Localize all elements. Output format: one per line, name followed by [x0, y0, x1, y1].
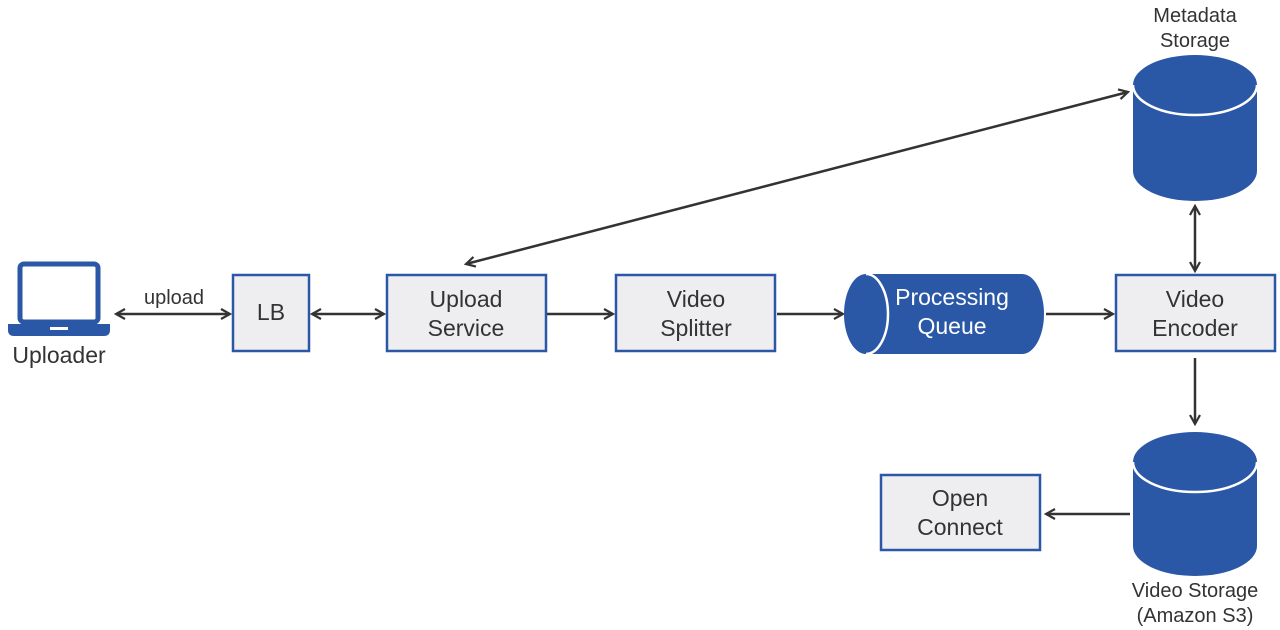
database-icon	[1131, 432, 1259, 576]
laptop-icon	[8, 261, 110, 336]
database-icon	[1131, 55, 1259, 201]
processing-queue-label-line2: Queue	[917, 313, 986, 339]
open-connect-node: Open Connect	[879, 473, 1042, 552]
uploader-node: Uploader	[8, 261, 110, 368]
video-storage-label-line2: (Amazon S3)	[1137, 605, 1254, 627]
queue-cylinder-icon	[844, 272, 1044, 356]
open-connect-label-line2: Connect	[917, 514, 1003, 540]
lb-node: LB	[231, 273, 311, 353]
metadata-storage-node: Metadata Storage	[1131, 5, 1259, 201]
video-splitter-label-line2: Splitter	[660, 315, 732, 341]
video-storage-node: Video Storage (Amazon S3)	[1131, 432, 1259, 627]
edge-label-upload: upload	[144, 287, 204, 309]
lb-label: LB	[257, 299, 285, 325]
video-splitter-node: Video Splitter	[614, 273, 777, 353]
upload-service-node: Upload Service	[385, 273, 548, 353]
processing-queue-label-line1: Processing	[895, 284, 1009, 310]
video-encoder-node: Video Encoder	[1114, 273, 1277, 353]
video-encoder-label-line1: Video	[1166, 286, 1224, 312]
edge-upload-service-metadata-storage	[466, 92, 1128, 264]
upload-service-label-line2: Service	[428, 315, 505, 341]
video-storage-label-line1: Video Storage	[1132, 580, 1258, 602]
metadata-storage-label-line1: Metadata	[1153, 5, 1237, 27]
open-connect-label-line1: Open	[932, 485, 988, 511]
metadata-storage-label-line2: Storage	[1160, 30, 1230, 52]
processing-queue-node: Processing Queue	[844, 272, 1044, 356]
uploader-label: Uploader	[12, 342, 106, 368]
connectors	[116, 92, 1195, 514]
upload-service-label-line1: Upload	[430, 286, 503, 312]
video-splitter-label-line1: Video	[667, 286, 725, 312]
video-encoder-label-line2: Encoder	[1152, 315, 1238, 341]
